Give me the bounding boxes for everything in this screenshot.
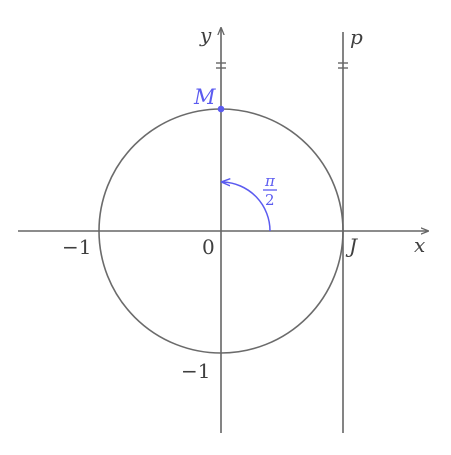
- axis-y-label: y: [199, 23, 212, 47]
- line-p-label: p: [350, 25, 363, 49]
- origin-label: 0: [202, 235, 215, 259]
- y-axis-break-marks: [216, 62, 226, 69]
- point-j-label: J: [345, 234, 358, 258]
- angle-arc: [223, 182, 271, 232]
- angle-numerator: π: [264, 172, 276, 190]
- axis-x-label: x: [414, 233, 425, 257]
- angle-denominator: 2: [265, 191, 275, 209]
- angle-label: π 2: [263, 172, 277, 209]
- x-minus-one-label: −1: [62, 235, 91, 259]
- line-p-break-marks: [338, 62, 348, 69]
- point-m-label: M: [193, 85, 216, 109]
- y-minus-one-label: −1: [181, 359, 210, 383]
- point-m: [217, 105, 225, 113]
